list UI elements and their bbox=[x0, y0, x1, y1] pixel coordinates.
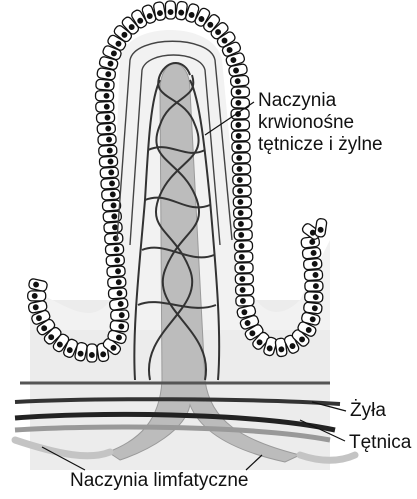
epithelial-cell bbox=[104, 233, 123, 244]
epithelial-cell bbox=[234, 230, 252, 240]
epithelial-cell bbox=[101, 189, 120, 200]
epithelial-cell bbox=[28, 278, 48, 292]
epithelial-cell bbox=[108, 288, 127, 299]
epithelial-cell bbox=[231, 87, 249, 97]
epithelial-cell bbox=[233, 197, 251, 207]
epithelial-cell bbox=[165, 1, 175, 19]
epithelial-cell bbox=[235, 274, 253, 284]
epithelial-cell bbox=[99, 156, 118, 167]
epithelial-cell bbox=[315, 218, 327, 237]
epithelial-cell bbox=[234, 208, 252, 218]
label-artery: Tętnica bbox=[349, 432, 411, 454]
epithelial-cell bbox=[232, 142, 250, 152]
epithelial-cell bbox=[87, 344, 97, 362]
epithelial-cell bbox=[235, 285, 253, 295]
epithelial-cell bbox=[104, 222, 123, 233]
epithelial-cell bbox=[106, 255, 125, 266]
epithelial-cell bbox=[102, 200, 121, 211]
epithelial-cell bbox=[305, 281, 323, 291]
epithelial-cell bbox=[236, 296, 254, 306]
epithelial-cell bbox=[304, 270, 323, 281]
epithelial-cell bbox=[302, 247, 321, 259]
epithelial-cell bbox=[235, 252, 253, 262]
epithelial-cell bbox=[230, 75, 249, 87]
epithelial-cell bbox=[107, 266, 126, 277]
epithelial-cell bbox=[97, 123, 116, 134]
epithelial-cell bbox=[111, 310, 129, 321]
epithelial-cell bbox=[95, 91, 113, 101]
epithelial-cell bbox=[96, 112, 115, 123]
epithelial-cell bbox=[98, 145, 117, 156]
epithelial-cell bbox=[109, 298, 128, 311]
epithelial-cell bbox=[233, 186, 251, 196]
label-blood-vessels-line2: krwionośne bbox=[258, 112, 383, 134]
epithelial-cell bbox=[233, 175, 251, 185]
epithelial-cell bbox=[110, 320, 129, 332]
epithelial-cell bbox=[234, 241, 252, 251]
epithelial-cell bbox=[305, 292, 323, 303]
epithelial-cell bbox=[105, 244, 124, 255]
epithelial-cell bbox=[235, 263, 253, 273]
epithelial-cell bbox=[232, 131, 250, 141]
label-vein: Żyła bbox=[350, 400, 386, 422]
epithelial-cell bbox=[303, 302, 322, 314]
epithelial-cell bbox=[96, 101, 114, 112]
epithelial-cell bbox=[234, 219, 252, 229]
label-blood-vessels-line1: Naczynia bbox=[258, 90, 383, 112]
epithelial-cell bbox=[101, 178, 120, 189]
epithelial-cell bbox=[231, 120, 249, 130]
epithelial-cell bbox=[232, 164, 250, 174]
label-blood-vessels-line3: tętnicze i żylne bbox=[258, 134, 383, 156]
epithelial-cell bbox=[100, 167, 119, 178]
epithelial-cell bbox=[303, 258, 322, 270]
epithelial-cell bbox=[232, 153, 250, 163]
epithelial-cell bbox=[96, 79, 115, 90]
epithelial-cell bbox=[107, 277, 126, 288]
epithelial-cell bbox=[28, 291, 46, 301]
epithelial-cell bbox=[231, 109, 249, 119]
label-blood-vessels: Naczynia krwionośne tętnicze i żylne bbox=[258, 90, 383, 156]
label-lymphatic-vessels: Naczynia limfatyczne bbox=[70, 470, 248, 492]
epithelial-cell bbox=[98, 134, 117, 145]
